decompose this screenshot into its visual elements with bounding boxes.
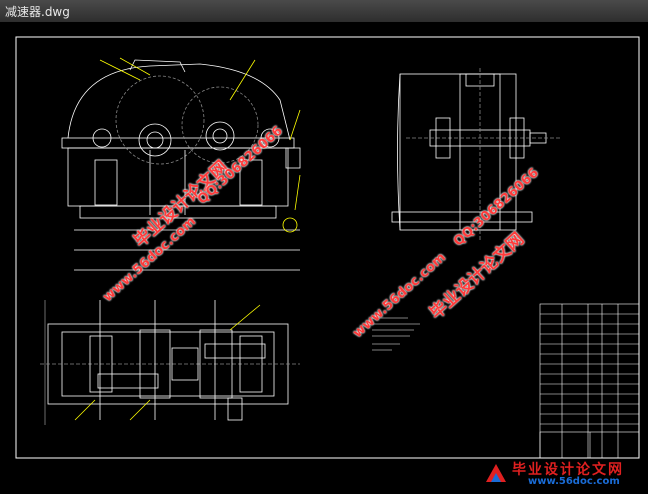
window-titlebar: 减速器.dwg [0,0,648,23]
cad-drawing [15,36,640,459]
front-view [61,57,301,271]
logo-title: 毕业设计论文网 [512,462,624,478]
window-title: 减速器.dwg [5,5,70,19]
logo-url: www.56doc.com [528,476,620,487]
technical-notes [372,317,420,351]
cad-drawing-canvas[interactable]: 毕业设计论文网 QQ:306826066 www.56doc.com QQ:30… [0,22,648,494]
title-block [539,303,640,459]
drawing-border [15,36,640,459]
side-view [391,68,560,240]
site-logo: 毕业设计论文网 www.56doc.com [484,461,644,489]
logo-icon [486,464,506,482]
top-view [40,300,300,425]
